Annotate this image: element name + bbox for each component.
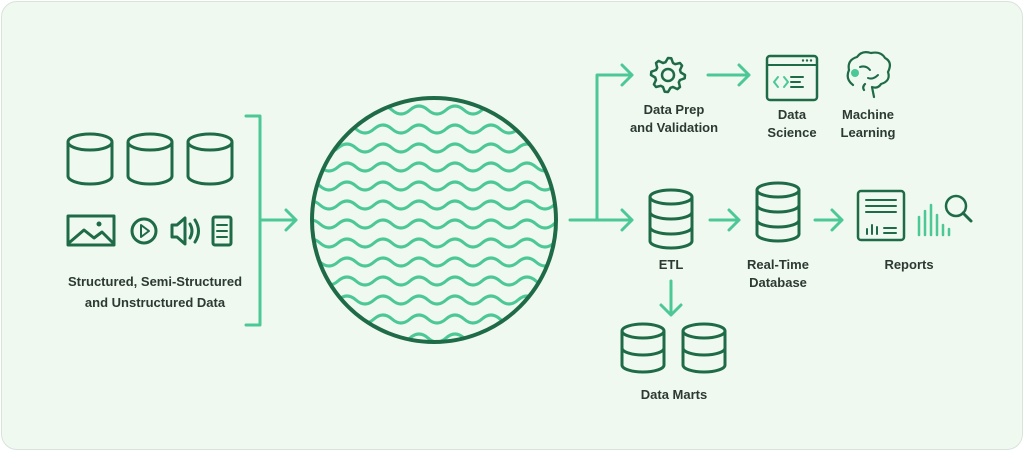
wave-line <box>313 161 555 173</box>
database-icon <box>126 132 174 186</box>
mart-database-icon <box>681 322 727 374</box>
realtime-label-line1: Real-Time <box>747 257 809 272</box>
marts-label: Data Marts <box>641 387 707 402</box>
database-icon <box>66 132 114 186</box>
wave-line <box>313 180 555 192</box>
realtime-label-line2: Database <box>749 275 807 290</box>
wave-line <box>313 237 555 249</box>
reports-label: Reports <box>884 257 933 272</box>
science-label-line1: Data <box>778 107 807 122</box>
arrow-to-lake <box>258 208 298 232</box>
brain-icon <box>846 51 892 99</box>
ml-label-line1: Machine <box>842 107 894 122</box>
prep-label-line1: Data Prep <box>644 102 705 117</box>
database-icon <box>186 132 234 186</box>
realtime-database-icon <box>755 181 801 243</box>
etl-label: ETL <box>659 257 684 272</box>
arrow-to-science <box>706 63 751 87</box>
image-icon <box>66 214 116 247</box>
wave-line <box>313 313 555 325</box>
wave-line <box>313 142 555 154</box>
wave-line <box>313 218 555 230</box>
wave-line <box>313 256 555 268</box>
audio-icon <box>170 216 200 246</box>
wave-line <box>313 275 555 287</box>
video-icon <box>130 217 158 245</box>
arrow-to-reports <box>813 208 844 232</box>
wave-line <box>313 199 555 211</box>
code-window-icon <box>765 54 819 102</box>
arrow-to-realtime <box>708 208 741 232</box>
ml-label-line2: Learning <box>841 125 896 140</box>
report-icon <box>856 189 973 242</box>
gear-icon <box>649 56 687 94</box>
mart-database-icon <box>620 322 666 374</box>
science-label-line2: Science <box>767 125 816 140</box>
sources-bracket <box>244 114 262 327</box>
wave-line <box>313 104 555 116</box>
data-lake-waves-icon <box>310 96 558 344</box>
sources-label-line1: Structured, Semi-Structured <box>68 274 242 289</box>
etl-database-icon <box>648 188 694 250</box>
prep-label-line2: and Validation <box>630 120 718 135</box>
arrow-to-marts <box>659 279 683 317</box>
branch-arrows <box>568 63 634 232</box>
wave-line <box>313 123 555 135</box>
document-icon <box>211 215 233 247</box>
sources-label-line2: and Unstructured Data <box>85 295 226 310</box>
